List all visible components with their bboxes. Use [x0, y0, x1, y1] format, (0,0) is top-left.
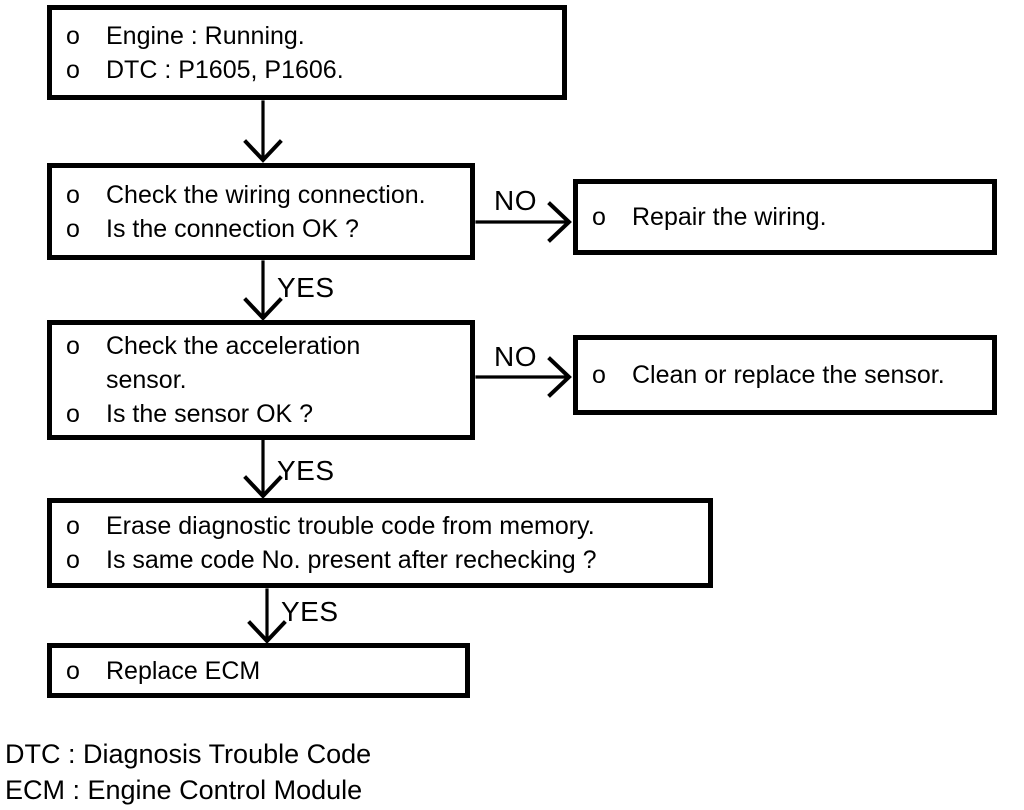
arrow-check-wiring-yes [243, 260, 283, 321]
clean-sensor-line: Clean or replace the sensor. [632, 361, 945, 389]
list-item: o Check the wiring connection. [66, 178, 464, 212]
bullet-marker: o [592, 361, 606, 389]
start-line-engine: Engine : Running. [106, 21, 305, 50]
repair-wiring-line: Repair the wiring. [632, 203, 827, 231]
node-clean-sensor: o Clean or replace the sensor. [573, 335, 997, 415]
list-item: o Is the connection OK ? [66, 212, 464, 246]
arrow-check-sensor-yes [243, 438, 283, 499]
arrow-check-wiring-no [475, 201, 572, 243]
arrow-start-to-check-wiring [243, 100, 283, 163]
replace-ecm-line: Replace ECM [106, 656, 261, 685]
list-item: o Engine : Running. [66, 19, 556, 53]
bullet-marker: o [66, 214, 80, 243]
check-sensor-line: Check the acceleration sensor. [106, 332, 361, 394]
node-check-wiring: o Check the wiring connection. o Is the … [47, 163, 475, 260]
bullet-marker: o [592, 203, 606, 231]
list-item: o Clean or replace the sensor. [592, 358, 986, 392]
bullet-marker: o [66, 180, 80, 209]
list-item: o DTC : P1605, P1606. [66, 53, 556, 87]
start-line-dtc: DTC : P1605, P1606. [106, 55, 344, 84]
node-replace-ecm: o Replace ECM [47, 643, 470, 698]
list-item: o Replace ECM [66, 654, 459, 688]
edge-label-no-sensor: NO [494, 341, 537, 372]
edge-label-yes-wiring: YES [277, 272, 335, 303]
list-item: o Repair the wiring. [592, 200, 986, 234]
check-wiring-line: Check the wiring connection. [106, 180, 426, 209]
legend-ecm: ECM : Engine Control Module [5, 775, 363, 805]
bullet-marker: o [66, 21, 80, 50]
erase-code-question: Is same code No. present after recheckin… [106, 546, 597, 574]
check-wiring-question: Is the connection OK ? [106, 214, 359, 243]
node-erase-code: o Erase diagnostic trouble code from mem… [47, 498, 713, 588]
arrow-erase-code-yes [247, 588, 287, 644]
bullet-marker: o [66, 55, 80, 84]
arrow-check-sensor-no [475, 356, 572, 398]
node-check-sensor: o Check the acceleration sensor. o Is th… [47, 320, 475, 440]
erase-code-line: Erase diagnostic trouble code from memor… [106, 512, 595, 540]
edge-label-yes-sensor: YES [277, 455, 335, 486]
bullet-marker: o [66, 332, 80, 360]
legend-dtc: DTC : Diagnosis Trouble Code [5, 739, 372, 769]
edge-label-no-wiring: NO [494, 185, 537, 216]
list-item: o Is same code No. present after recheck… [66, 543, 702, 577]
bullet-marker: o [66, 656, 80, 685]
list-item: o Erase diagnostic trouble code from mem… [66, 509, 702, 543]
check-sensor-question: Is the sensor OK ? [106, 400, 314, 428]
node-repair-wiring: o Repair the wiring. [573, 179, 997, 255]
list-item: o Is the sensor OK ? [66, 397, 464, 431]
bullet-marker: o [66, 400, 80, 428]
edge-label-yes-erase: YES [281, 596, 339, 627]
node-start: o Engine : Running. o DTC : P1605, P1606… [47, 5, 567, 100]
list-item: o Check the acceleration sensor. [66, 329, 464, 397]
bullet-marker: o [66, 512, 80, 540]
bullet-marker: o [66, 546, 80, 574]
legend: DTC : Diagnosis Trouble Code ECM : Engin… [5, 736, 371, 808]
